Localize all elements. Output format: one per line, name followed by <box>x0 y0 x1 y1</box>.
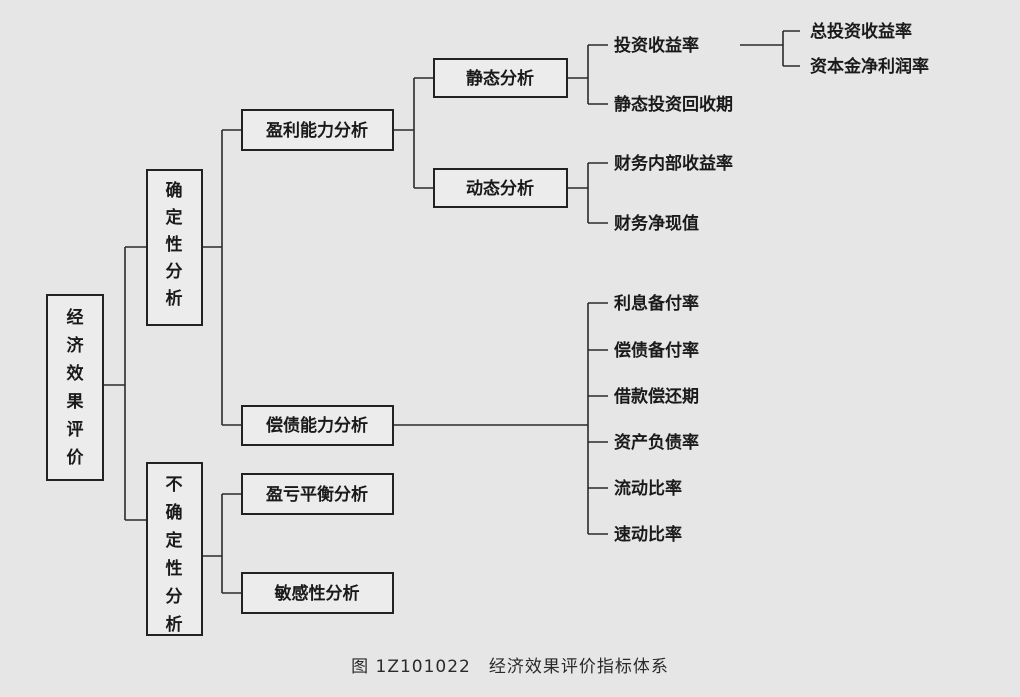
leaf-roe: 资本金净利润率 <box>810 56 929 77</box>
leaf-fnpv: 财务净现值 <box>613 213 699 234</box>
node-dynamic-box <box>433 168 568 208</box>
node-breakeven-box <box>241 473 394 515</box>
connector-lines <box>103 30 800 594</box>
node-profitability-box <box>241 109 394 151</box>
node-sensitivity-box <box>241 572 394 614</box>
leaf-debt-ratio: 资产负债率 <box>614 432 699 453</box>
figure-caption: 图 1Z101022 经济效果评价指标体系 <box>351 657 669 677</box>
node-solvency: 偿债能力分析 <box>266 415 368 436</box>
node-determinate: 确定性分析 <box>166 180 183 309</box>
node-indeterminate-box <box>146 462 203 636</box>
leaf-roi: 投资收益率 <box>614 35 699 56</box>
node-breakeven: 盈亏平衡分析 <box>265 484 368 505</box>
node-root: 经济效果评价 <box>67 307 85 468</box>
leaf-total-roi: 总投资收益率 <box>810 21 912 42</box>
node-solvency-box <box>241 405 394 446</box>
leaf-debt-coverage: 偿债备付率 <box>614 340 699 361</box>
node-determinate-box <box>146 169 203 326</box>
leaf-static-payback: 静态投资回收期 <box>614 94 733 115</box>
leaf-quick-ratio: 速动比率 <box>614 524 682 545</box>
node-static-box <box>433 58 568 98</box>
leaf-firr: 财务内部收益率 <box>613 153 733 174</box>
node-indeterminate: 不确定性分析 <box>166 475 183 635</box>
node-profitability: 盈利能力分析 <box>265 120 368 141</box>
leaf-interest-coverage: 利息备付率 <box>614 293 699 314</box>
node-sensitivity: 敏感性分析 <box>274 583 360 604</box>
node-static: 静态分析 <box>466 68 534 89</box>
node-root-box <box>46 294 104 481</box>
leaf-current-ratio: 流动比率 <box>614 478 682 499</box>
leaf-loan-repayment: 借款偿还期 <box>613 386 699 407</box>
node-dynamic: 动态分析 <box>466 178 534 199</box>
